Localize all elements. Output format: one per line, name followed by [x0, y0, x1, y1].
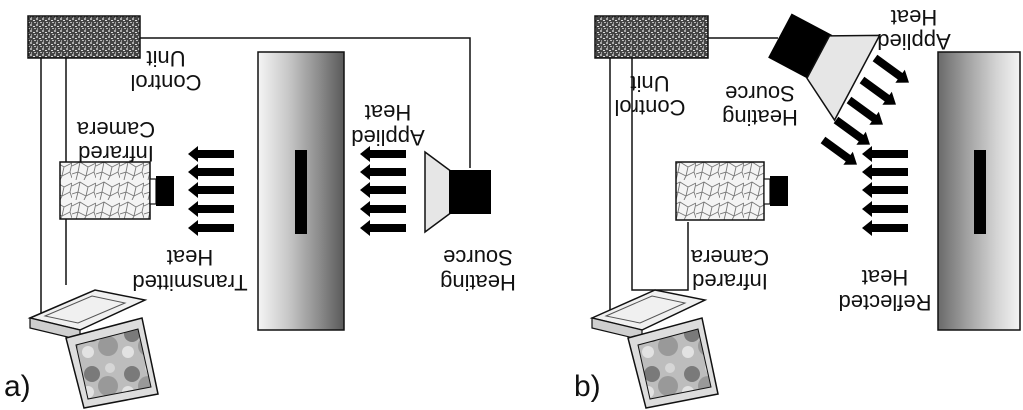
applied-heat-arrows-b [820, 54, 909, 165]
transmitted-heat-label-line2: Heat [167, 245, 213, 270]
panel-b-tag: b) [574, 370, 601, 403]
reflected-heat-label-line2: Heat [862, 265, 908, 290]
wire-control-to-camera-b [631, 58, 689, 291]
reflected-heat-arrow [862, 220, 908, 236]
heater-body-a [449, 170, 491, 214]
laptop-a [27, 289, 159, 409]
heating-source-label-b-line1: Heating [722, 105, 798, 130]
applied-heat-arrow [360, 201, 406, 217]
camera-label-a-line1: Infrared [78, 141, 154, 166]
wire-control-to-heater-a [140, 37, 471, 168]
applied-heat-label-a-line1: Applied [351, 125, 424, 150]
camera-lens-mount-a [149, 178, 157, 205]
reflected-heat-label-line1: Reflected [839, 290, 932, 315]
applied-heat-arrow-b [833, 116, 870, 145]
camera-lens-a [156, 176, 174, 206]
control-unit-label-b-line1: Control [615, 95, 686, 120]
reflected-heat-arrow [862, 182, 908, 198]
heater-cone-a [424, 150, 453, 234]
applied-heat-arrow [360, 164, 406, 180]
applied-heat-arrow [360, 220, 406, 236]
heating-source-label-b-line2: Source [725, 81, 795, 106]
transmitted-heat-arrow [188, 146, 234, 162]
panel-a: a) Control Unit Infrared Camera Transmit… [4, 15, 516, 409]
camera-lens-mount-b [763, 178, 771, 205]
defect-block-b [974, 150, 986, 234]
control-unit-box-a [27, 15, 141, 59]
heating-source-label-a-line2: Source [443, 245, 513, 270]
control-unit-label-a-line2: Unit [146, 46, 185, 71]
laptop-b [589, 289, 719, 409]
transmitted-heat-arrows [188, 146, 234, 236]
applied-heat-arrow-b [820, 136, 857, 165]
transmitted-heat-arrow [188, 164, 234, 180]
camera-lens-b [770, 176, 788, 206]
heater-b [768, 13, 881, 122]
applied-heat-label-b-line1: Applied [877, 29, 950, 54]
reflected-heat-arrows [862, 146, 908, 236]
applied-heat-arrow [360, 146, 406, 162]
transmitted-heat-arrow [188, 182, 234, 198]
control-unit-box-b [594, 15, 709, 59]
applied-heat-arrow [360, 182, 406, 198]
applied-heat-arrow-b [872, 54, 909, 83]
reflected-heat-arrow [862, 201, 908, 217]
applied-heat-label-a-line2: Heat [365, 100, 411, 125]
transmitted-heat-arrow [188, 201, 234, 217]
control-unit-label-a-line1: Control [131, 70, 202, 95]
camera-body-b [675, 161, 765, 221]
camera-label-a-line2: Camera [76, 117, 155, 142]
defect-block-a [295, 150, 307, 234]
control-unit-label-b-line2: Unit [630, 71, 669, 96]
applied-heat-arrow-b [859, 76, 896, 105]
applied-heat-arrows-a [360, 146, 406, 236]
transmitted-heat-arrow [188, 220, 234, 236]
camera-body-a [59, 161, 151, 220]
reflected-heat-arrow [862, 164, 908, 180]
transmitted-heat-label-line1: Transmitted [132, 270, 247, 295]
heating-source-label-a-line1: Heating [440, 270, 516, 295]
camera-label-b-line1: Infrared [692, 269, 768, 294]
panel-a-tag: a) [4, 370, 31, 403]
applied-heat-label-b-line2: Heat [891, 5, 937, 30]
panel-b: b) Control Unit Heating Source Applied H… [574, 5, 1021, 409]
applied-heat-arrow-b [846, 96, 883, 125]
reflected-heat-arrow [862, 146, 908, 162]
camera-label-b-line2: Camera [690, 245, 769, 270]
